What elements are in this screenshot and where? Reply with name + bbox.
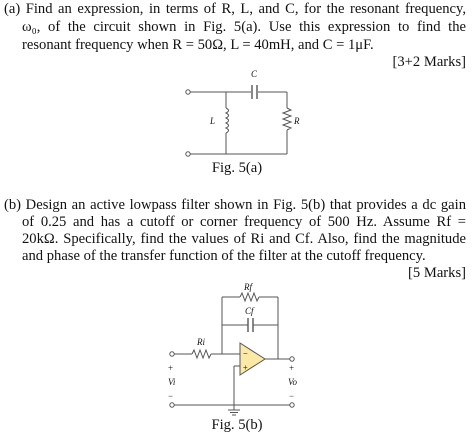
label-l: L — [210, 116, 216, 126]
label-vo: Vo — [288, 377, 297, 387]
output-terminal-top — [289, 356, 295, 362]
figure-5a-circuit — [185, 85, 293, 157]
output-minus-sign: − — [289, 391, 295, 401]
part-a-marks: [3+2 Marks] — [392, 54, 466, 70]
input-terminal-top — [169, 351, 175, 357]
label-cf: Cf — [245, 306, 254, 316]
part-b-line-3: 20kΩ. Specifically, find the values of R… — [22, 231, 466, 247]
part-b-line-4: and phase of the transfer function of th… — [22, 248, 426, 264]
label-vi: Vi — [168, 377, 176, 387]
resistor-zigzag — [281, 107, 293, 131]
label-r: R — [294, 116, 300, 126]
input-minus-sign: − — [168, 391, 174, 401]
output-terminal-bottom — [289, 402, 295, 408]
part-b-line-2: of 0.25 and has a cutoff or corner frequ… — [22, 214, 466, 230]
output-plus-sign: + — [289, 363, 295, 373]
op-amp — [239, 342, 266, 376]
part-a-line-2: ω₀, of the circuit shown in Fig. 5(a). U… — [22, 19, 466, 35]
label-ri: Ri — [197, 337, 205, 347]
figure-5a-caption: Fig. 5(a) — [211, 160, 263, 176]
input-plus-sign: + — [168, 363, 174, 373]
opamp-plus-sign: + — [243, 363, 248, 372]
resistor-ri — [191, 348, 212, 360]
part-b-marks: [5 Marks] — [408, 265, 466, 281]
opamp-minus-sign: − — [243, 349, 248, 358]
resistor-rf — [239, 291, 260, 303]
inductor-coil — [224, 107, 229, 134]
figure-5b-caption: Fig. 5(b) — [211, 417, 263, 433]
part-b-line-1: (b) Design an active lowpass filter show… — [4, 197, 466, 213]
label-c: C — [251, 69, 258, 79]
label-rf: Rf — [244, 282, 252, 292]
input-terminal-bottom — [169, 402, 175, 408]
part-a-line-3: resonant frequency when R = 50Ω, L = 40m… — [22, 37, 374, 53]
part-a-line-1: (a) Find an expression, in terms of R, L… — [4, 1, 466, 17]
